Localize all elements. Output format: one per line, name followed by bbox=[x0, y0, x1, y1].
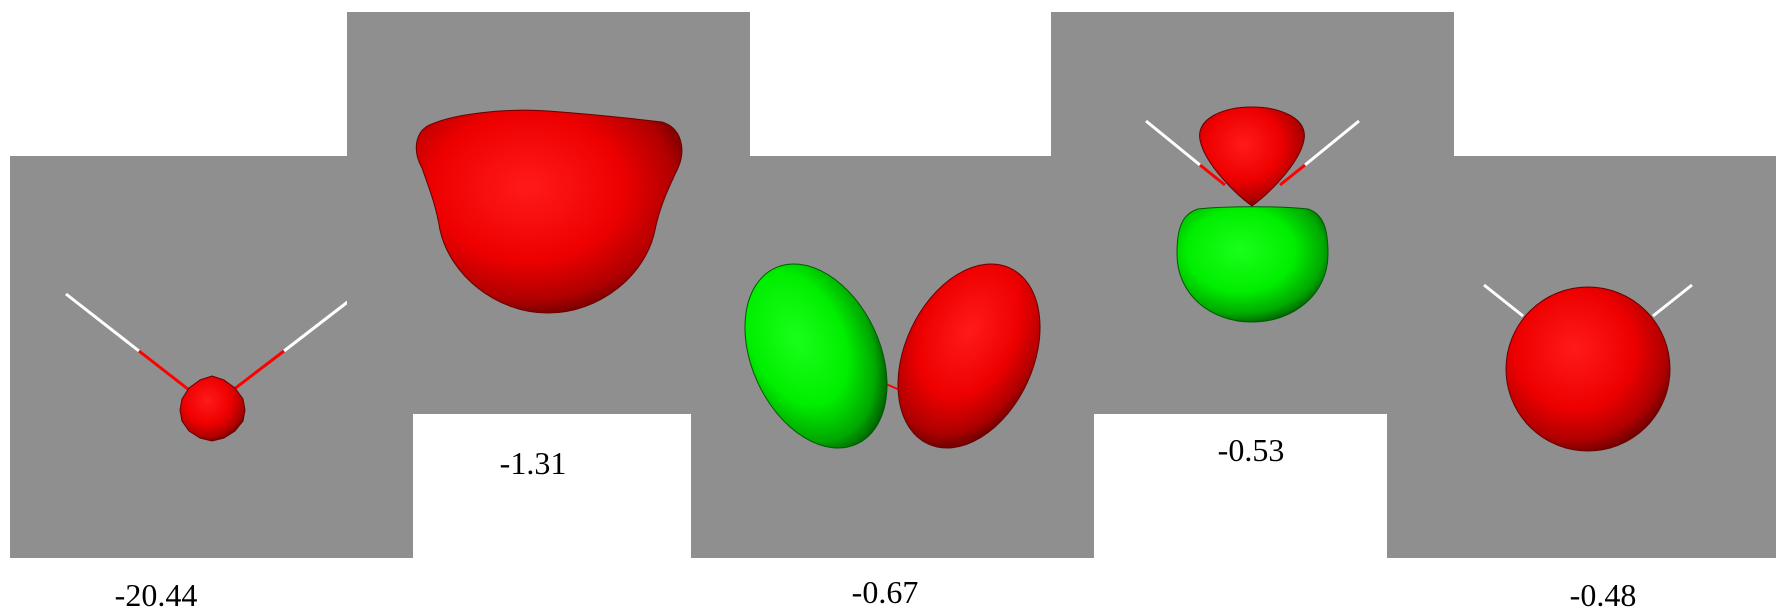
orbital-panel-1 bbox=[10, 156, 413, 558]
orbital-panel-2 bbox=[347, 12, 750, 414]
bond-o-left bbox=[138, 349, 194, 395]
bond-o-left bbox=[1199, 163, 1226, 187]
positive-lobe bbox=[179, 375, 246, 442]
orbital-panel-5 bbox=[1387, 156, 1776, 558]
energy-label-5: -0.48 bbox=[1569, 577, 1637, 613]
energy-label-4: -0.53 bbox=[1217, 432, 1285, 468]
panel-background bbox=[10, 156, 413, 558]
bond-h-left bbox=[1483, 283, 1524, 318]
bond-h-right bbox=[1652, 283, 1693, 318]
energy-label-1: -20.44 bbox=[114, 577, 198, 613]
orbital-panel-4 bbox=[1051, 12, 1454, 414]
bond-h-right bbox=[1304, 119, 1360, 167]
negative-lobe bbox=[1176, 206, 1329, 323]
bond-h-right bbox=[283, 292, 359, 353]
bond-o-right bbox=[1279, 163, 1306, 187]
positive-lobe bbox=[1199, 106, 1305, 207]
bond-h-left bbox=[1145, 119, 1201, 167]
energy-label-2: -1.31 bbox=[499, 445, 567, 481]
energy-label-3: -0.67 bbox=[851, 574, 919, 610]
positive-lobe bbox=[415, 109, 683, 314]
negative-lobe bbox=[744, 263, 888, 449]
positive-lobe bbox=[1505, 286, 1671, 452]
orbital-panel-3 bbox=[691, 156, 1094, 558]
bond-h-left bbox=[65, 292, 140, 353]
positive-lobe bbox=[897, 263, 1041, 449]
bond-o-right bbox=[228, 349, 285, 395]
